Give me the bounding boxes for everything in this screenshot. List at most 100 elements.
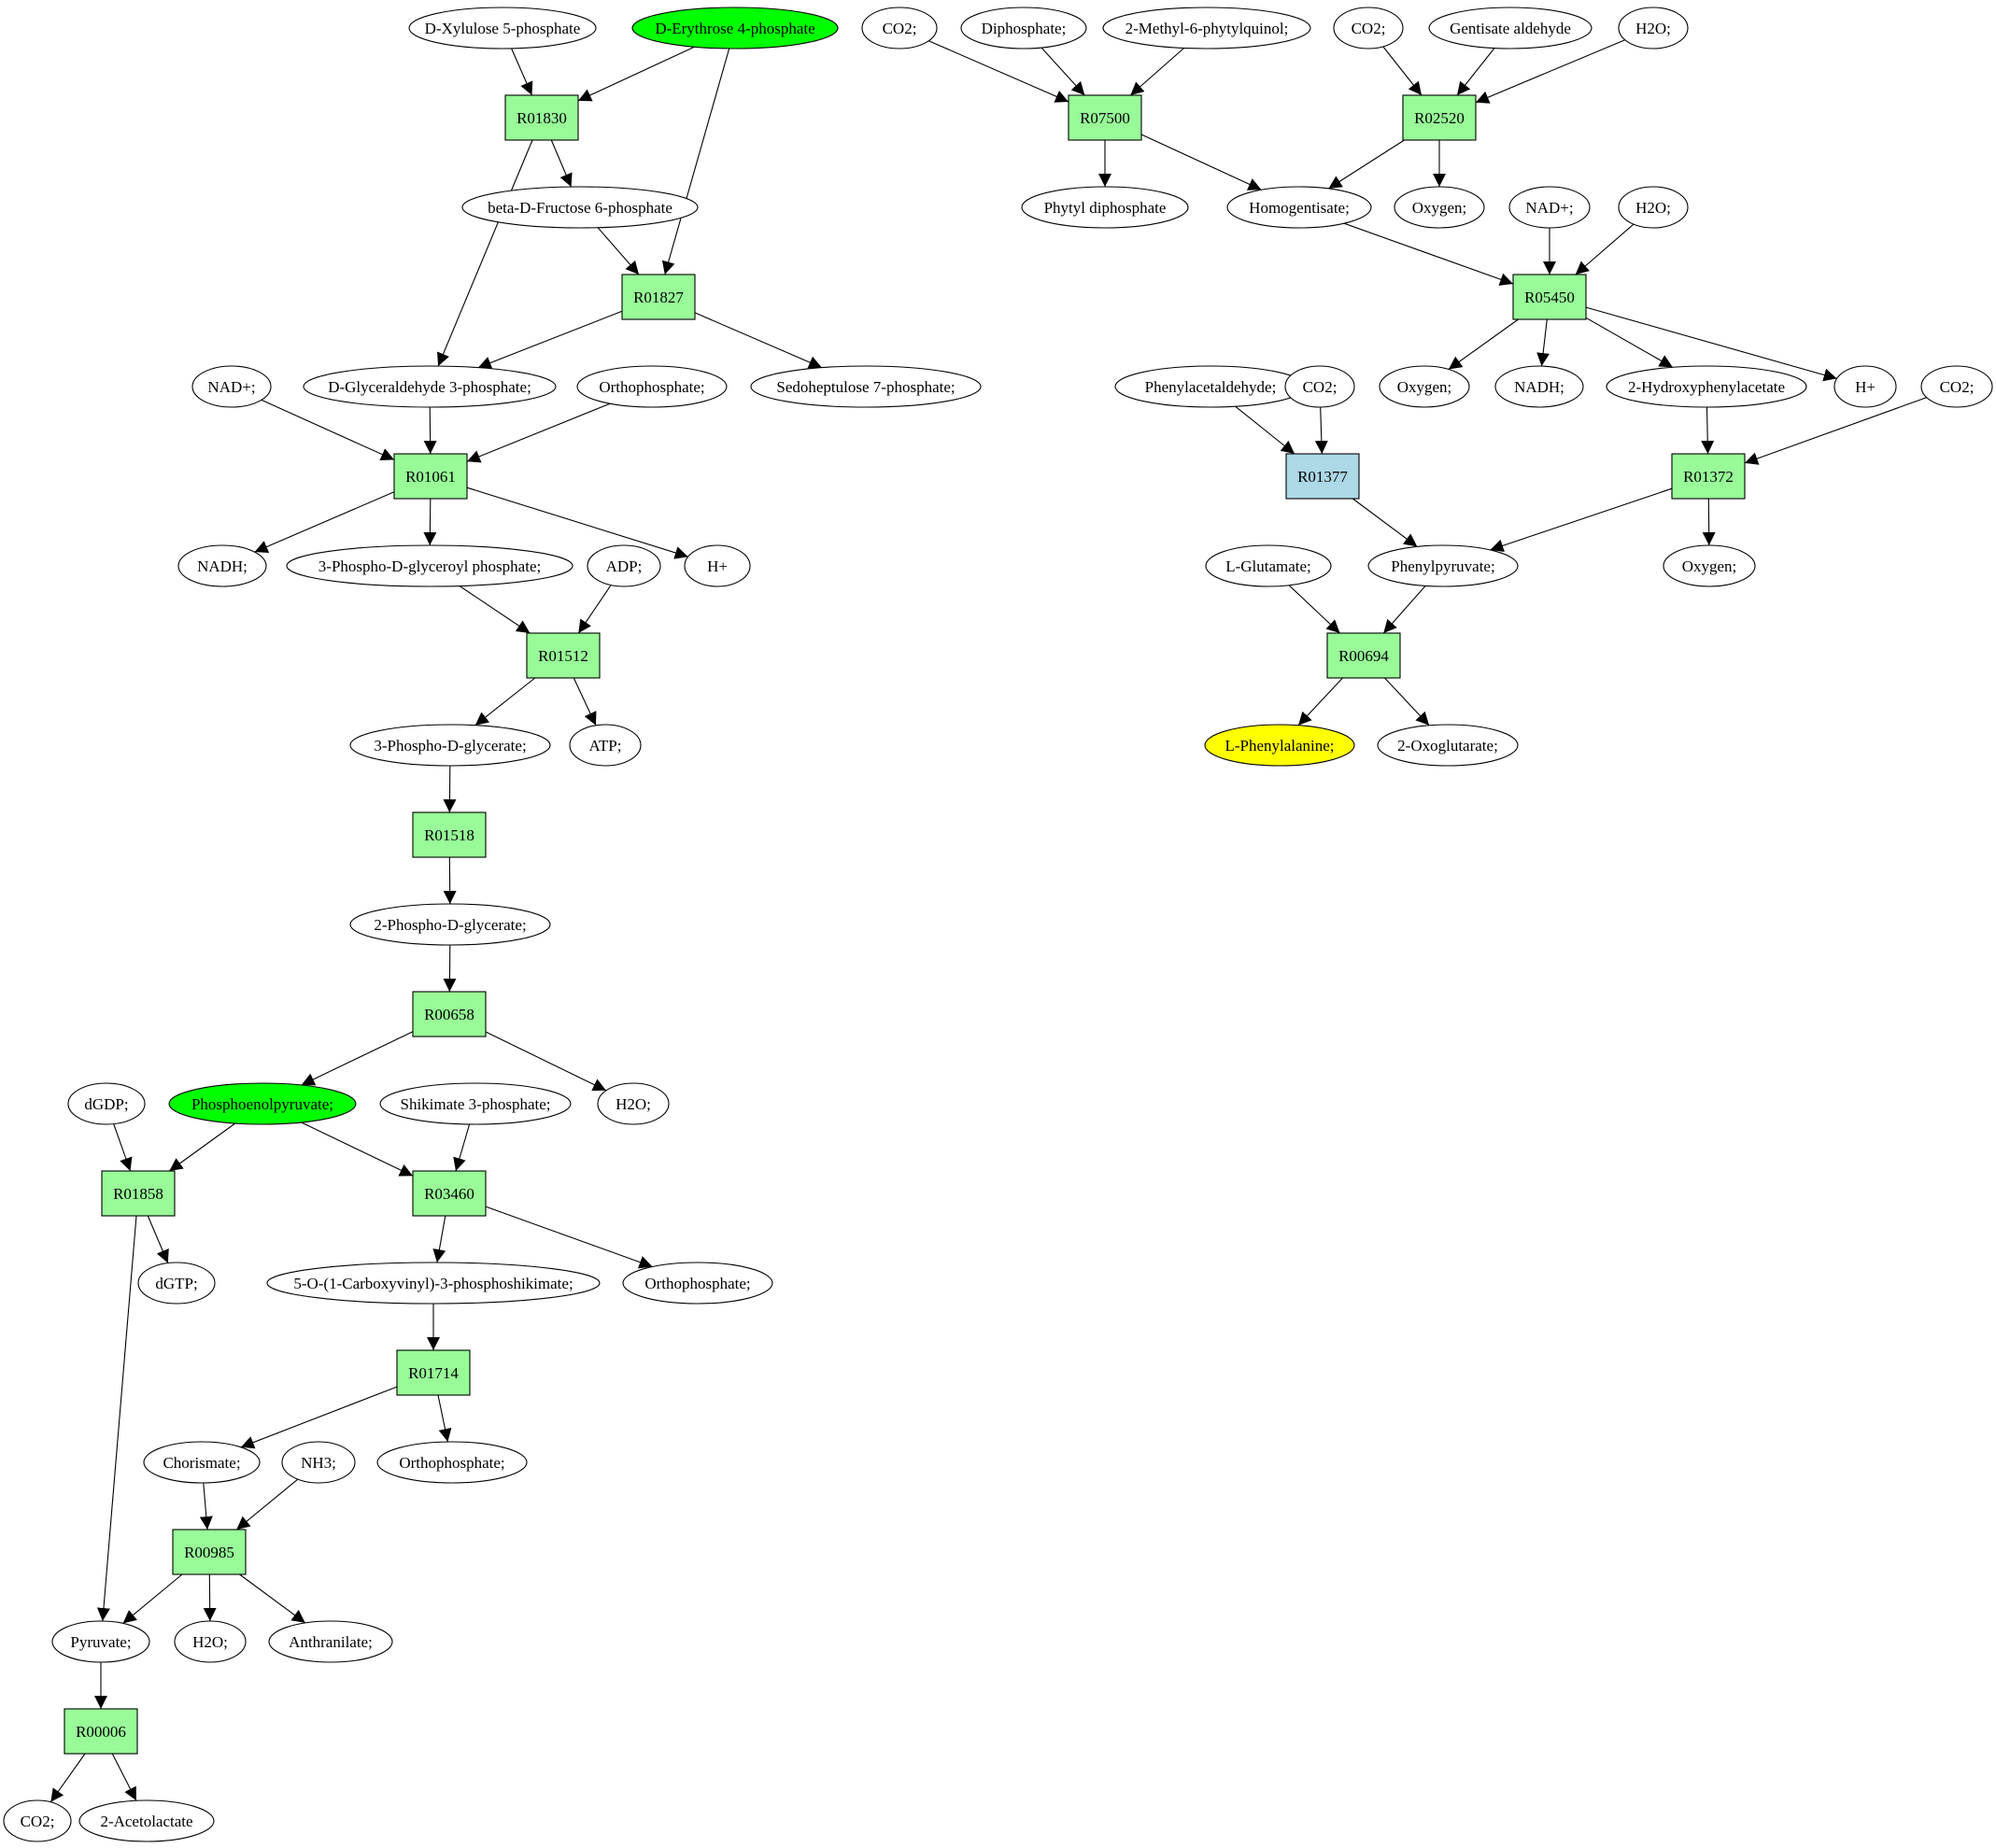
node-r00694: R00694 bbox=[1326, 632, 1401, 679]
reaction-box bbox=[504, 94, 579, 141]
node-r00985: R00985 bbox=[172, 1529, 247, 1575]
node-label: R01518 bbox=[424, 826, 474, 844]
node-label: Homogentisate; bbox=[1249, 199, 1350, 217]
metabolite-ellipse bbox=[1663, 544, 1756, 587]
node-pi_a: Orthophosphate; bbox=[576, 365, 728, 408]
metabolite-ellipse bbox=[1428, 7, 1593, 49]
node-label: R02520 bbox=[1414, 109, 1465, 127]
edge-pg2-to-r00658 bbox=[443, 944, 457, 993]
node-label: Shikimate 3-phosphate; bbox=[400, 1095, 550, 1113]
metabolite-ellipse bbox=[137, 1262, 216, 1305]
metabolite-ellipse bbox=[408, 7, 597, 49]
edge-r07500-to-hga bbox=[1140, 134, 1262, 190]
node-label: R00006 bbox=[76, 1723, 126, 1741]
node-label: dGTP; bbox=[155, 1275, 197, 1292]
node-glu: L-Glutamate; bbox=[1205, 544, 1332, 587]
metabolite-ellipse bbox=[376, 1441, 528, 1484]
node-label: H+ bbox=[1855, 378, 1876, 396]
metabolite-ellipse bbox=[78, 1799, 215, 1842]
metabolite-ellipse bbox=[750, 365, 982, 408]
reaction-box bbox=[1068, 94, 1142, 141]
metabolite-ellipse bbox=[587, 544, 661, 587]
node-h_b: H+ bbox=[1833, 365, 1897, 408]
edge-r00694-to-phe bbox=[1297, 677, 1343, 727]
metabolite-ellipse bbox=[281, 1441, 356, 1484]
node-oxy_c: Oxygen; bbox=[1663, 544, 1756, 587]
edge-pg3-to-r01518 bbox=[443, 765, 457, 813]
metabolite-ellipse bbox=[1618, 7, 1689, 49]
reaction-box bbox=[412, 1170, 487, 1217]
metabolite-ellipse bbox=[143, 1441, 261, 1484]
node-label: 2-Oxoglutarate; bbox=[1397, 737, 1498, 755]
edge-r05450-to-h_b bbox=[1585, 306, 1837, 382]
node-co2_a: CO2; bbox=[3, 1799, 72, 1842]
node-nadh_b: NADH; bbox=[1494, 365, 1584, 408]
node-r03460: R03460 bbox=[412, 1170, 487, 1217]
node-oxy_a: Oxygen; bbox=[1394, 186, 1485, 229]
node-co2_e: CO2; bbox=[1920, 365, 1993, 408]
node-label: ADP; bbox=[606, 557, 643, 575]
metabolite-ellipse bbox=[1379, 365, 1470, 408]
edge-mpq-to-r07500 bbox=[1129, 48, 1184, 96]
edge-r01061-to-h_a bbox=[466, 487, 688, 559]
node-r01372: R01372 bbox=[1671, 453, 1746, 500]
metabolite-ellipse bbox=[684, 544, 751, 587]
metabolite-ellipse bbox=[861, 7, 938, 49]
metabolite-ellipse bbox=[177, 544, 267, 587]
metabolite-ellipse bbox=[174, 1620, 247, 1663]
node-phe: L-Phenylalanine; bbox=[1204, 724, 1355, 767]
metabolite-ellipse bbox=[266, 1262, 601, 1305]
node-label: Phenylacetaldehyde; bbox=[1145, 378, 1277, 396]
metabolite-ellipse bbox=[349, 903, 551, 946]
reaction-box bbox=[526, 632, 601, 679]
edge-hpa-to-r01372 bbox=[1701, 406, 1715, 455]
node-mpq: 2-Methyl-6-phytylquinol; bbox=[1102, 7, 1311, 49]
node-h2o_b: H2O; bbox=[174, 1620, 247, 1663]
node-label: Sedoheptulose 7-phosphate; bbox=[776, 378, 955, 396]
node-label: Anthranilate; bbox=[289, 1633, 373, 1651]
edge-r01858-to-pyr bbox=[96, 1215, 137, 1622]
metabolite-ellipse bbox=[67, 1082, 146, 1125]
reaction-box bbox=[1402, 94, 1477, 141]
node-bf6p: beta-D-Fructose 6-phosphate bbox=[461, 186, 699, 229]
node-label: R01827 bbox=[633, 289, 684, 306]
reaction-box bbox=[64, 1708, 138, 1755]
node-nadh_a: NADH; bbox=[177, 544, 267, 587]
node-label: R01377 bbox=[1297, 468, 1348, 486]
metabolite-ellipse bbox=[1833, 365, 1897, 408]
node-label: Orthophosphate; bbox=[399, 1454, 504, 1472]
metabolite-ellipse bbox=[1021, 186, 1189, 229]
node-acl: 2-Acetolactate bbox=[78, 1799, 215, 1842]
edge-r01827-to-s7p bbox=[694, 312, 823, 369]
node-label: R00985 bbox=[184, 1544, 234, 1561]
node-co2_b: CO2; bbox=[861, 7, 938, 49]
edge-r01830-to-bf6p bbox=[550, 139, 573, 188]
node-h2o_a: H2O; bbox=[597, 1082, 670, 1125]
node-label: D-Erythrose 4-phosphate bbox=[655, 20, 814, 37]
edge-e4p-to-r01827 bbox=[661, 48, 730, 275]
node-label: R00694 bbox=[1338, 647, 1389, 665]
edge-pep-to-r03460 bbox=[301, 1121, 414, 1177]
node-label: D-Glyceraldehyde 3-phosphate; bbox=[328, 378, 531, 396]
node-r00658: R00658 bbox=[412, 991, 487, 1037]
metabolite-ellipse bbox=[191, 365, 272, 408]
edge-r05450-to-hpa bbox=[1585, 317, 1674, 368]
node-chor: Chorismate; bbox=[143, 1441, 261, 1484]
node-phdp: Phytyl diphosphate bbox=[1021, 186, 1189, 229]
node-pg3: 3-Phospho-D-glycerate; bbox=[349, 724, 551, 767]
metabolite-ellipse bbox=[1102, 7, 1311, 49]
node-label: CO2; bbox=[1303, 378, 1338, 396]
node-label: NH3; bbox=[301, 1454, 336, 1472]
metabolite-ellipse bbox=[1920, 365, 1993, 408]
node-label: Oxygen; bbox=[1682, 557, 1737, 575]
edge-hga-to-r05450 bbox=[1343, 222, 1514, 286]
node-dgtp: dGTP; bbox=[137, 1262, 216, 1305]
metabolite-ellipse bbox=[631, 7, 839, 49]
node-hga: Homogentisate; bbox=[1226, 186, 1372, 229]
edge-r03460-to-epsp bbox=[432, 1215, 446, 1263]
edge-r01061-to-nadh_a bbox=[254, 491, 395, 553]
node-label: R01858 bbox=[113, 1185, 163, 1203]
metabolite-ellipse bbox=[268, 1620, 393, 1663]
node-label: CO2; bbox=[21, 1813, 55, 1830]
